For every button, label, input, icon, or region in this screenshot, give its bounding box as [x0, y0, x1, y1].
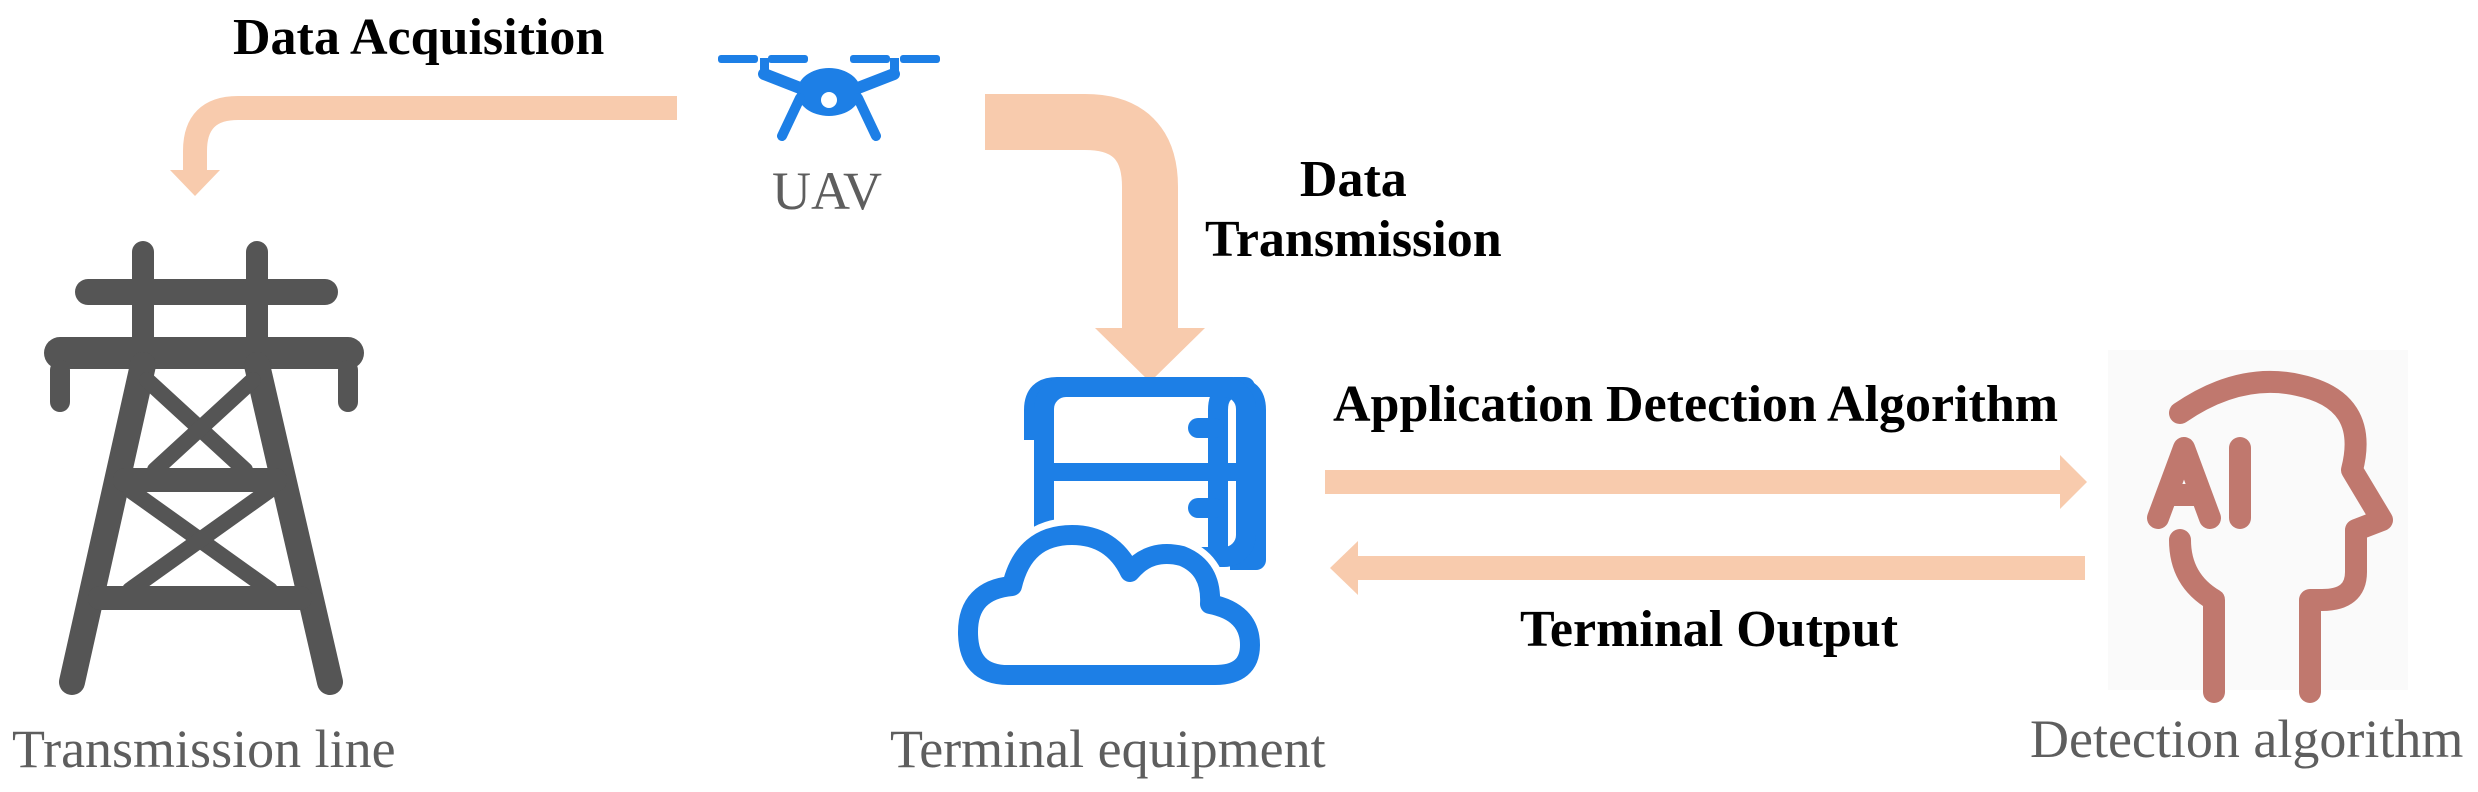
arrow-terminal-output — [1330, 541, 2085, 595]
arrow-application-detection — [1325, 455, 2087, 509]
node-label-transmission-line: Transmission line — [12, 719, 396, 779]
ai-head-icon — [2108, 350, 2408, 703]
edge-label-application-detection: Application Detection Algorithm — [1333, 376, 2059, 433]
edge-label-terminal-output: Terminal Output — [1520, 601, 1899, 658]
arrow-data-acquisition — [170, 96, 677, 196]
power-tower-icon — [44, 241, 364, 695]
edge-label-data-transmission: Data Transmission — [1205, 150, 1502, 270]
server-cloud-icon — [951, 377, 1267, 692]
drone-icon — [718, 55, 940, 141]
edge-label-data-acquisition: Data Acquisition — [233, 9, 605, 66]
edge-label-data-transmission-line2: Transmission — [1205, 210, 1502, 268]
node-label-terminal-equipment: Terminal equipment — [890, 719, 1326, 779]
arrow-data-transmission — [985, 94, 1205, 382]
node-label-uav: UAV — [772, 161, 883, 221]
node-label-detection-algorithm: Detection algorithm — [2030, 709, 2464, 769]
edge-label-data-transmission-line1: Data — [1299, 151, 1407, 208]
